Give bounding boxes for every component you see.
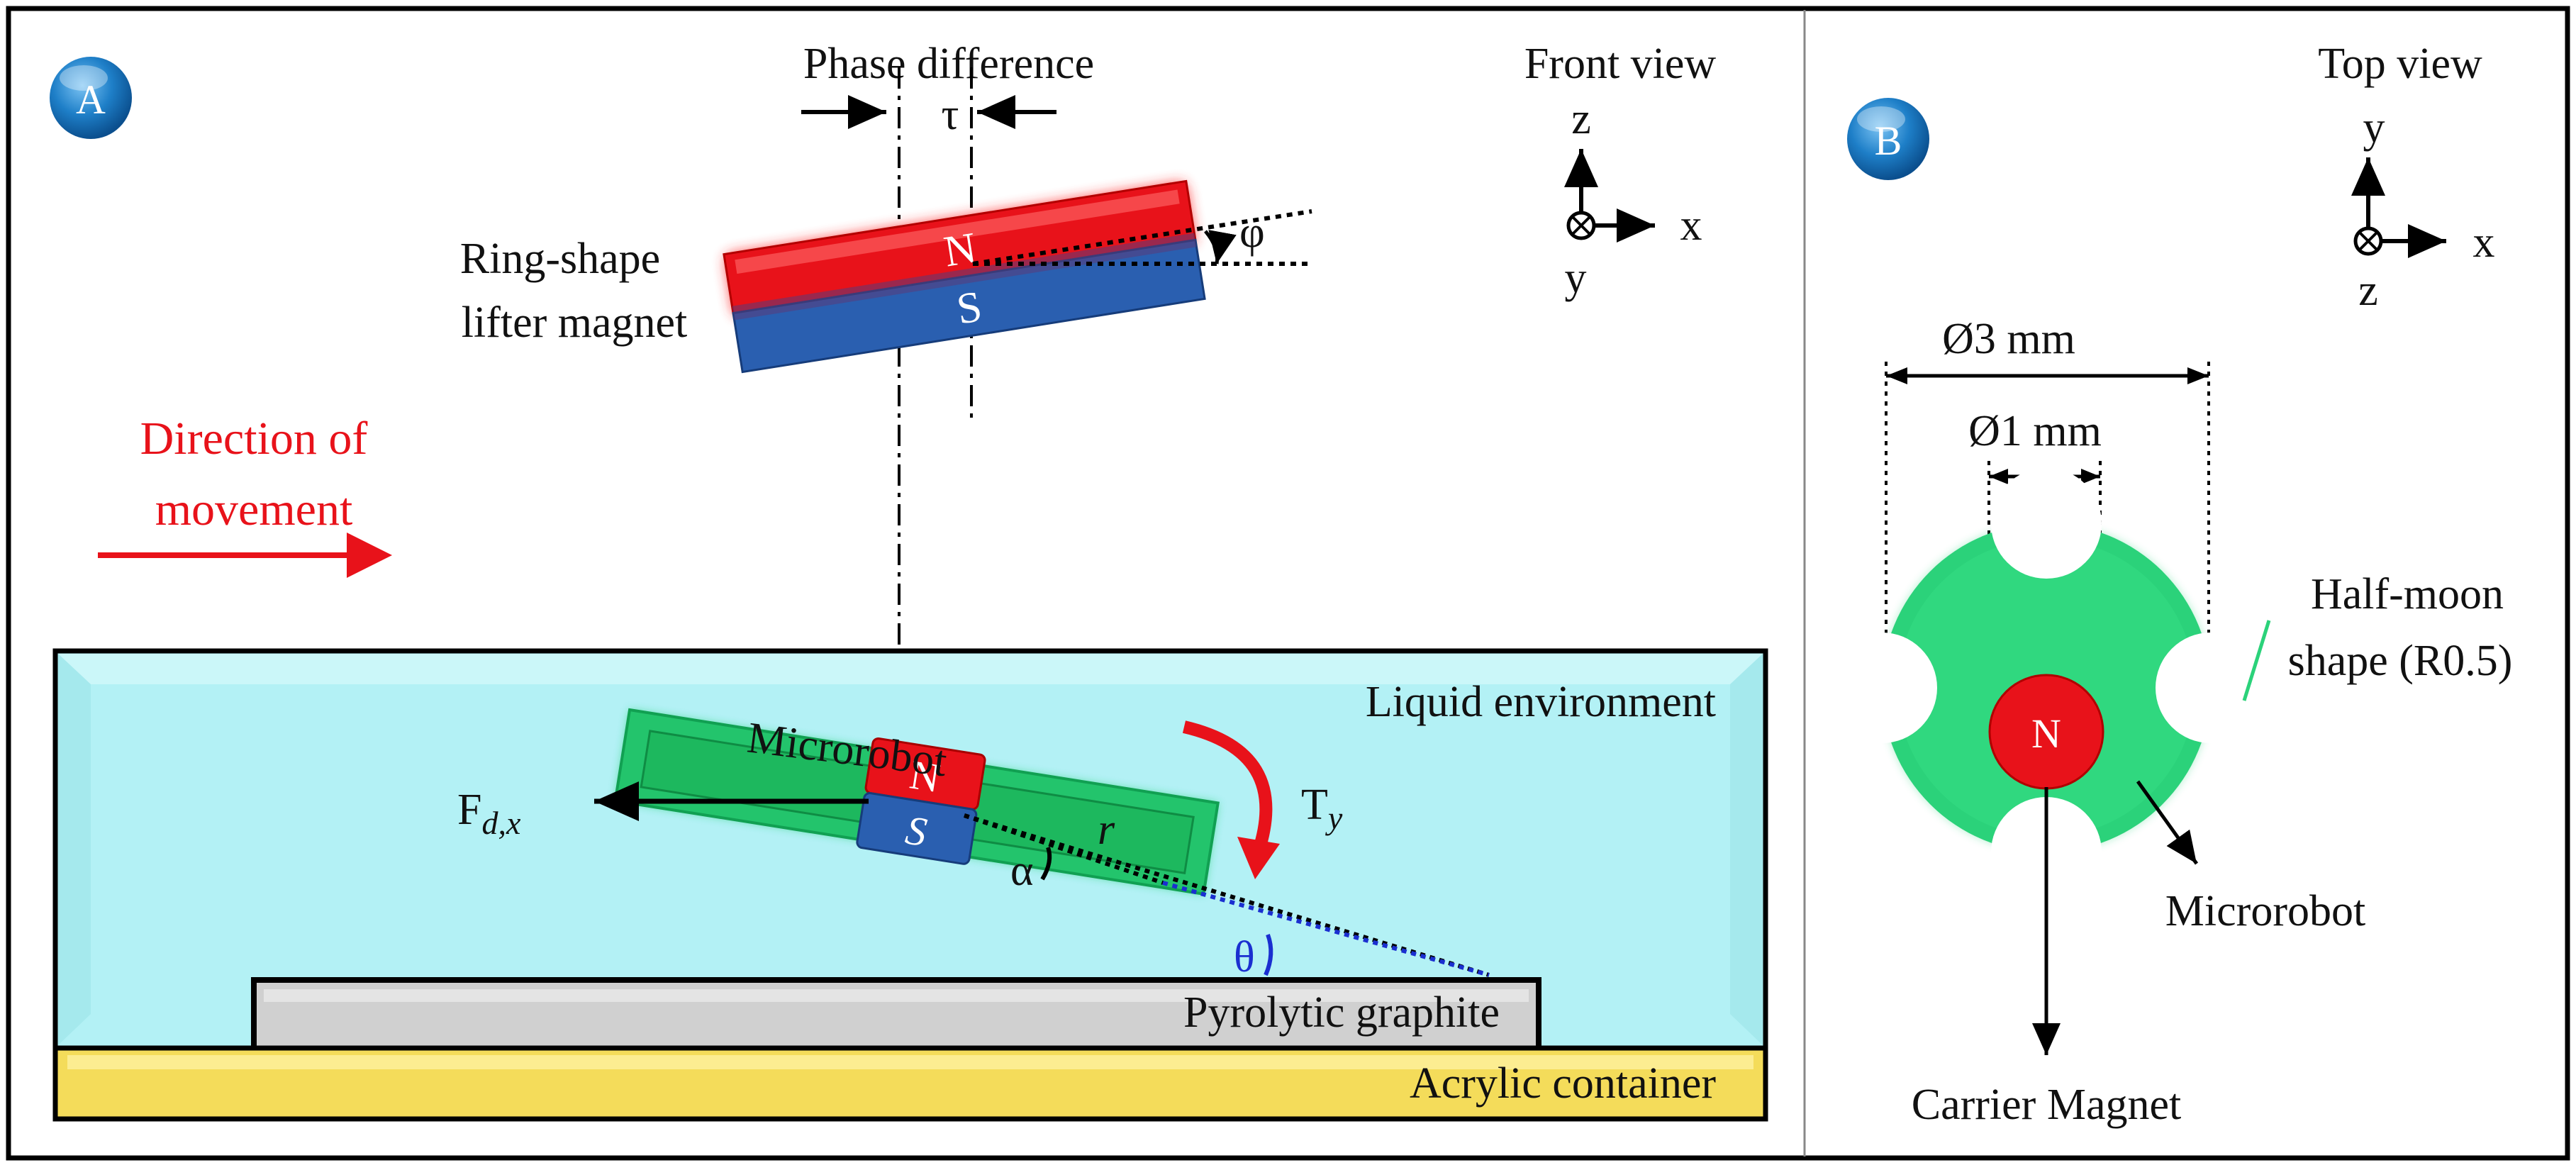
phi-symbol: φ (1239, 208, 1265, 257)
theta-line (1162, 881, 1490, 977)
torque-arc (1182, 720, 1273, 853)
theta-symbol: θ (1234, 933, 1255, 981)
panel-a: A Phase difference τ N S φ Ring-shape li… (50, 40, 1768, 1122)
top-axis-x: x (2473, 218, 2495, 267)
torque-label: Ty (1301, 781, 1343, 836)
carrier-top-pole-n: N (2031, 711, 2061, 757)
alpha-arc (1040, 847, 1052, 881)
badge-a: A (50, 57, 132, 139)
lifter-label-line2: lifter magnet (462, 299, 687, 347)
r-symbol: r (1098, 806, 1115, 854)
graphite-label: Pyrolytic graphite (1183, 988, 1500, 1037)
drag-force-label: Fd,x (457, 786, 521, 841)
badge-b: B (1847, 98, 1929, 180)
halfmoon-cutout-right (2156, 633, 2266, 743)
carrier-pole-n: N (907, 751, 944, 801)
front-axis-z: z (1571, 95, 1591, 143)
acrylic-label: Acrylic container (1410, 1059, 1716, 1108)
inner-diameter-label: Ø1 mm (1968, 407, 2102, 455)
phi-tilt-line (972, 209, 1312, 266)
badge-b-letter: B (1875, 118, 1902, 164)
panel-b: B Top view y x z Ø3 mm Ø1 mm (1827, 40, 2512, 1129)
carrier-label: Carrier Magnet (1912, 1081, 2181, 1129)
top-view-axes: y x z (2351, 104, 2495, 315)
halfmoon-cutout-top (1991, 468, 2102, 579)
microrobot-top-label: Microrobot (2165, 887, 2365, 935)
radius-line (964, 813, 1490, 977)
top-axis-z: z (2358, 267, 2378, 315)
carrier-magnet-south (856, 792, 978, 865)
badge-a-letter: A (76, 77, 106, 123)
halfmoon-label-line2: shape (R0.5) (2288, 637, 2513, 685)
phase-difference-label: Phase difference (803, 40, 1094, 88)
phi-arc (1204, 230, 1237, 264)
front-view-axes: z x y (1564, 95, 1702, 302)
microrobot-top: N (1827, 468, 2266, 908)
front-axis-x: x (1680, 201, 1702, 250)
liquid-label: Liquid environment (1366, 678, 1716, 726)
lifter-magnet: N S (723, 179, 1206, 374)
microrobot-front: N S (613, 708, 1220, 896)
top-axis-y: y (2363, 104, 2385, 152)
torque-arrowhead (1237, 837, 1280, 879)
theta-arc (1264, 933, 1273, 976)
microrobot-leader (2136, 780, 2199, 865)
halfmoon-leader (2242, 620, 2271, 701)
lifter-pole-n: N (941, 223, 980, 276)
outer-diameter-label: Ø3 mm (1942, 315, 2075, 363)
alpha-symbol: α (1010, 847, 1033, 895)
top-view-label: Top view (2318, 40, 2482, 88)
halfmoon-cutout-left (1827, 633, 1937, 743)
lifter-label-line1: Ring-shape (460, 235, 660, 283)
direction-label-line1: Direction of (140, 413, 368, 464)
direction-label-line2: movement (155, 484, 353, 535)
front-axis-y: y (1565, 254, 1587, 302)
tau-symbol: τ (942, 91, 959, 139)
halfmoon-label-line1: Half-moon (2311, 570, 2504, 618)
front-view-label: Front view (1524, 40, 1717, 88)
